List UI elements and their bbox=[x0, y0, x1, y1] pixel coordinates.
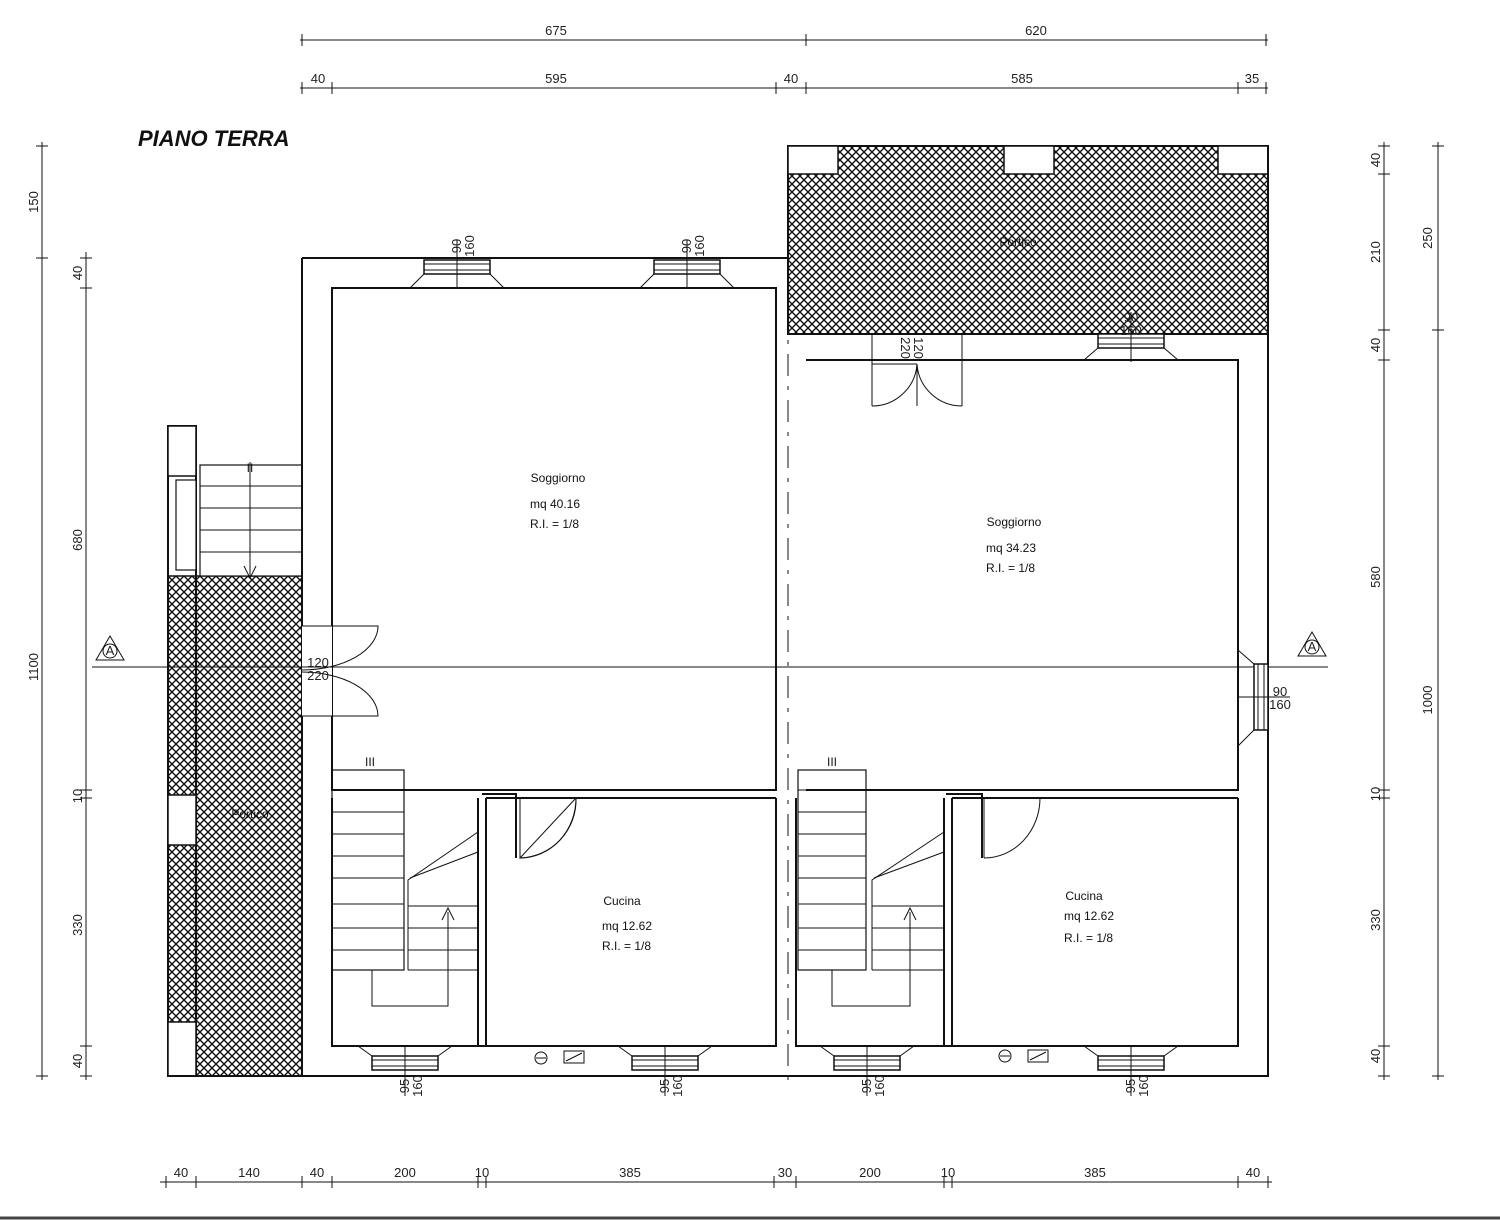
window-bottom-3: 95160 bbox=[819, 1045, 915, 1097]
window-bottom-4-dim: 95160 bbox=[1123, 1075, 1151, 1097]
stair-label-2: III bbox=[827, 755, 837, 769]
dim-bottom-8: 200 bbox=[859, 1165, 881, 1180]
portico-left: Portico bbox=[167, 425, 303, 1077]
dim-top-outer-2: 620 bbox=[1025, 23, 1047, 38]
dim-bottom-9: 10 bbox=[941, 1165, 955, 1180]
section-marker-right: A bbox=[1308, 639, 1317, 654]
interior-stair-1: III bbox=[331, 755, 479, 1007]
dim-left-inner-4: 330 bbox=[70, 914, 85, 936]
outdoor-stair: II bbox=[199, 461, 303, 580]
dim-left-outer-2: 1100 bbox=[26, 653, 41, 681]
dim-bottom-10: 385 bbox=[1084, 1165, 1106, 1180]
window-top-2: 90160 bbox=[639, 235, 735, 289]
dim-left-inner-1: 40 bbox=[70, 266, 85, 280]
dim-top-inner-5: 35 bbox=[1245, 71, 1259, 86]
window-top-1: 90160 bbox=[409, 235, 505, 289]
door-top-dim: 120220 bbox=[898, 337, 926, 359]
window-bottom-2: 95160 bbox=[617, 1045, 713, 1097]
dim-top-inner-2: 595 bbox=[545, 71, 567, 86]
window-bottom-2-dim: 95160 bbox=[657, 1075, 685, 1097]
plan-title: PIANO TERRA bbox=[138, 126, 290, 151]
room-3-area: mq 12.62 bbox=[602, 919, 652, 933]
door-cucina-2 bbox=[946, 793, 1041, 859]
portico-label-left: Portico bbox=[231, 807, 269, 821]
stair-label-1: III bbox=[365, 755, 375, 769]
room-3-name: Cucina bbox=[603, 894, 641, 908]
dim-bottom-2: 140 bbox=[238, 1165, 260, 1180]
window-bottom-1: 95160 bbox=[357, 1045, 453, 1097]
dim-top-inner-1: 40 bbox=[311, 71, 325, 86]
portico-label-top: Portico bbox=[999, 235, 1037, 249]
dim-bottom-1: 40 bbox=[174, 1165, 188, 1180]
portico-top-right: Portico bbox=[787, 145, 1269, 335]
dimension-left: 150 1100 40 680 10 330 40 bbox=[26, 142, 92, 1080]
dim-top-inner-3: 40 bbox=[784, 71, 798, 86]
room-4-name: Cucina bbox=[1065, 889, 1103, 903]
room-soggiorno-1: Soggiorno mq 40.16 R.I. = 1/8 bbox=[530, 471, 586, 531]
room-1-name: Soggiorno bbox=[531, 471, 586, 485]
dim-bottom-4: 200 bbox=[394, 1165, 416, 1180]
kitchen-fixtures-2 bbox=[998, 1049, 1049, 1063]
window-top-1-dim: 90160 bbox=[449, 235, 477, 257]
window-bottom-3-dim: 95160 bbox=[859, 1075, 887, 1097]
room-3-ri: R.I. = 1/8 bbox=[602, 939, 651, 953]
dim-left-inner-3: 10 bbox=[70, 789, 85, 803]
interior-stair-2: III bbox=[797, 755, 945, 1007]
room-2-area: mq 34.23 bbox=[986, 541, 1036, 555]
dim-left-inner-2: 680 bbox=[70, 529, 85, 551]
room-cucina-1: Cucina mq 12.62 R.I. = 1/8 bbox=[602, 894, 652, 953]
dim-left-inner-5: 40 bbox=[70, 1054, 85, 1068]
dim-right-inner-7: 40 bbox=[1368, 1049, 1383, 1063]
room-4-ri: R.I. = 1/8 bbox=[1064, 931, 1113, 945]
room-2-ri: R.I. = 1/8 bbox=[986, 561, 1035, 575]
room-soggiorno-2: Soggiorno mq 34.23 R.I. = 1/8 bbox=[986, 515, 1042, 575]
dim-right-outer-1: 250 bbox=[1420, 227, 1435, 249]
door-top: 120220 bbox=[871, 334, 963, 407]
section-marker-left: A bbox=[106, 643, 115, 658]
dim-bottom-3: 40 bbox=[310, 1165, 324, 1180]
kitchen-fixtures-1 bbox=[534, 1050, 585, 1065]
room-1-ri: R.I. = 1/8 bbox=[530, 517, 579, 531]
dim-bottom-5: 10 bbox=[475, 1165, 489, 1180]
dimension-bottom: 40 140 40 200 10 385 30 200 10 385 40 bbox=[160, 1165, 1272, 1188]
room-4-area: mq 12.62 bbox=[1064, 909, 1114, 923]
room-2-name: Soggiorno bbox=[987, 515, 1042, 529]
dim-right-inner-3: 40 bbox=[1368, 338, 1383, 352]
dim-right-inner-1: 40 bbox=[1368, 153, 1383, 167]
dim-right-inner-2: 210 bbox=[1368, 241, 1383, 263]
window-top-2-dim: 90160 bbox=[679, 235, 707, 257]
room-cucina-2: Cucina mq 12.62 R.I. = 1/8 bbox=[1064, 889, 1114, 945]
dimension-right: 40 210 40 580 10 330 40 250 1000 bbox=[1368, 142, 1444, 1080]
dim-bottom-11: 40 bbox=[1246, 1165, 1260, 1180]
window-bottom-1-dim: 95160 bbox=[397, 1075, 425, 1097]
stair-label-outdoor: II bbox=[247, 461, 254, 475]
section-line: A A bbox=[92, 631, 1328, 668]
dim-right-inner-6: 330 bbox=[1368, 909, 1383, 931]
door-cucina-1 bbox=[482, 793, 577, 860]
dimension-top: 675 620 40 595 40 585 35 bbox=[300, 23, 1268, 94]
dim-top-inner-4: 585 bbox=[1011, 71, 1033, 86]
dim-top-outer-1: 675 bbox=[545, 23, 567, 38]
dim-bottom-7: 30 bbox=[778, 1165, 792, 1180]
dim-right-outer-2: 1000 bbox=[1420, 686, 1435, 715]
room-1-area: mq 40.16 bbox=[530, 497, 580, 511]
dim-left-outer-1: 150 bbox=[26, 191, 41, 213]
window-bottom-4: 95160 bbox=[1083, 1045, 1179, 1097]
dim-bottom-6: 385 bbox=[619, 1165, 641, 1180]
dim-right-inner-4: 580 bbox=[1368, 566, 1383, 588]
dim-right-inner-5: 10 bbox=[1368, 787, 1383, 801]
